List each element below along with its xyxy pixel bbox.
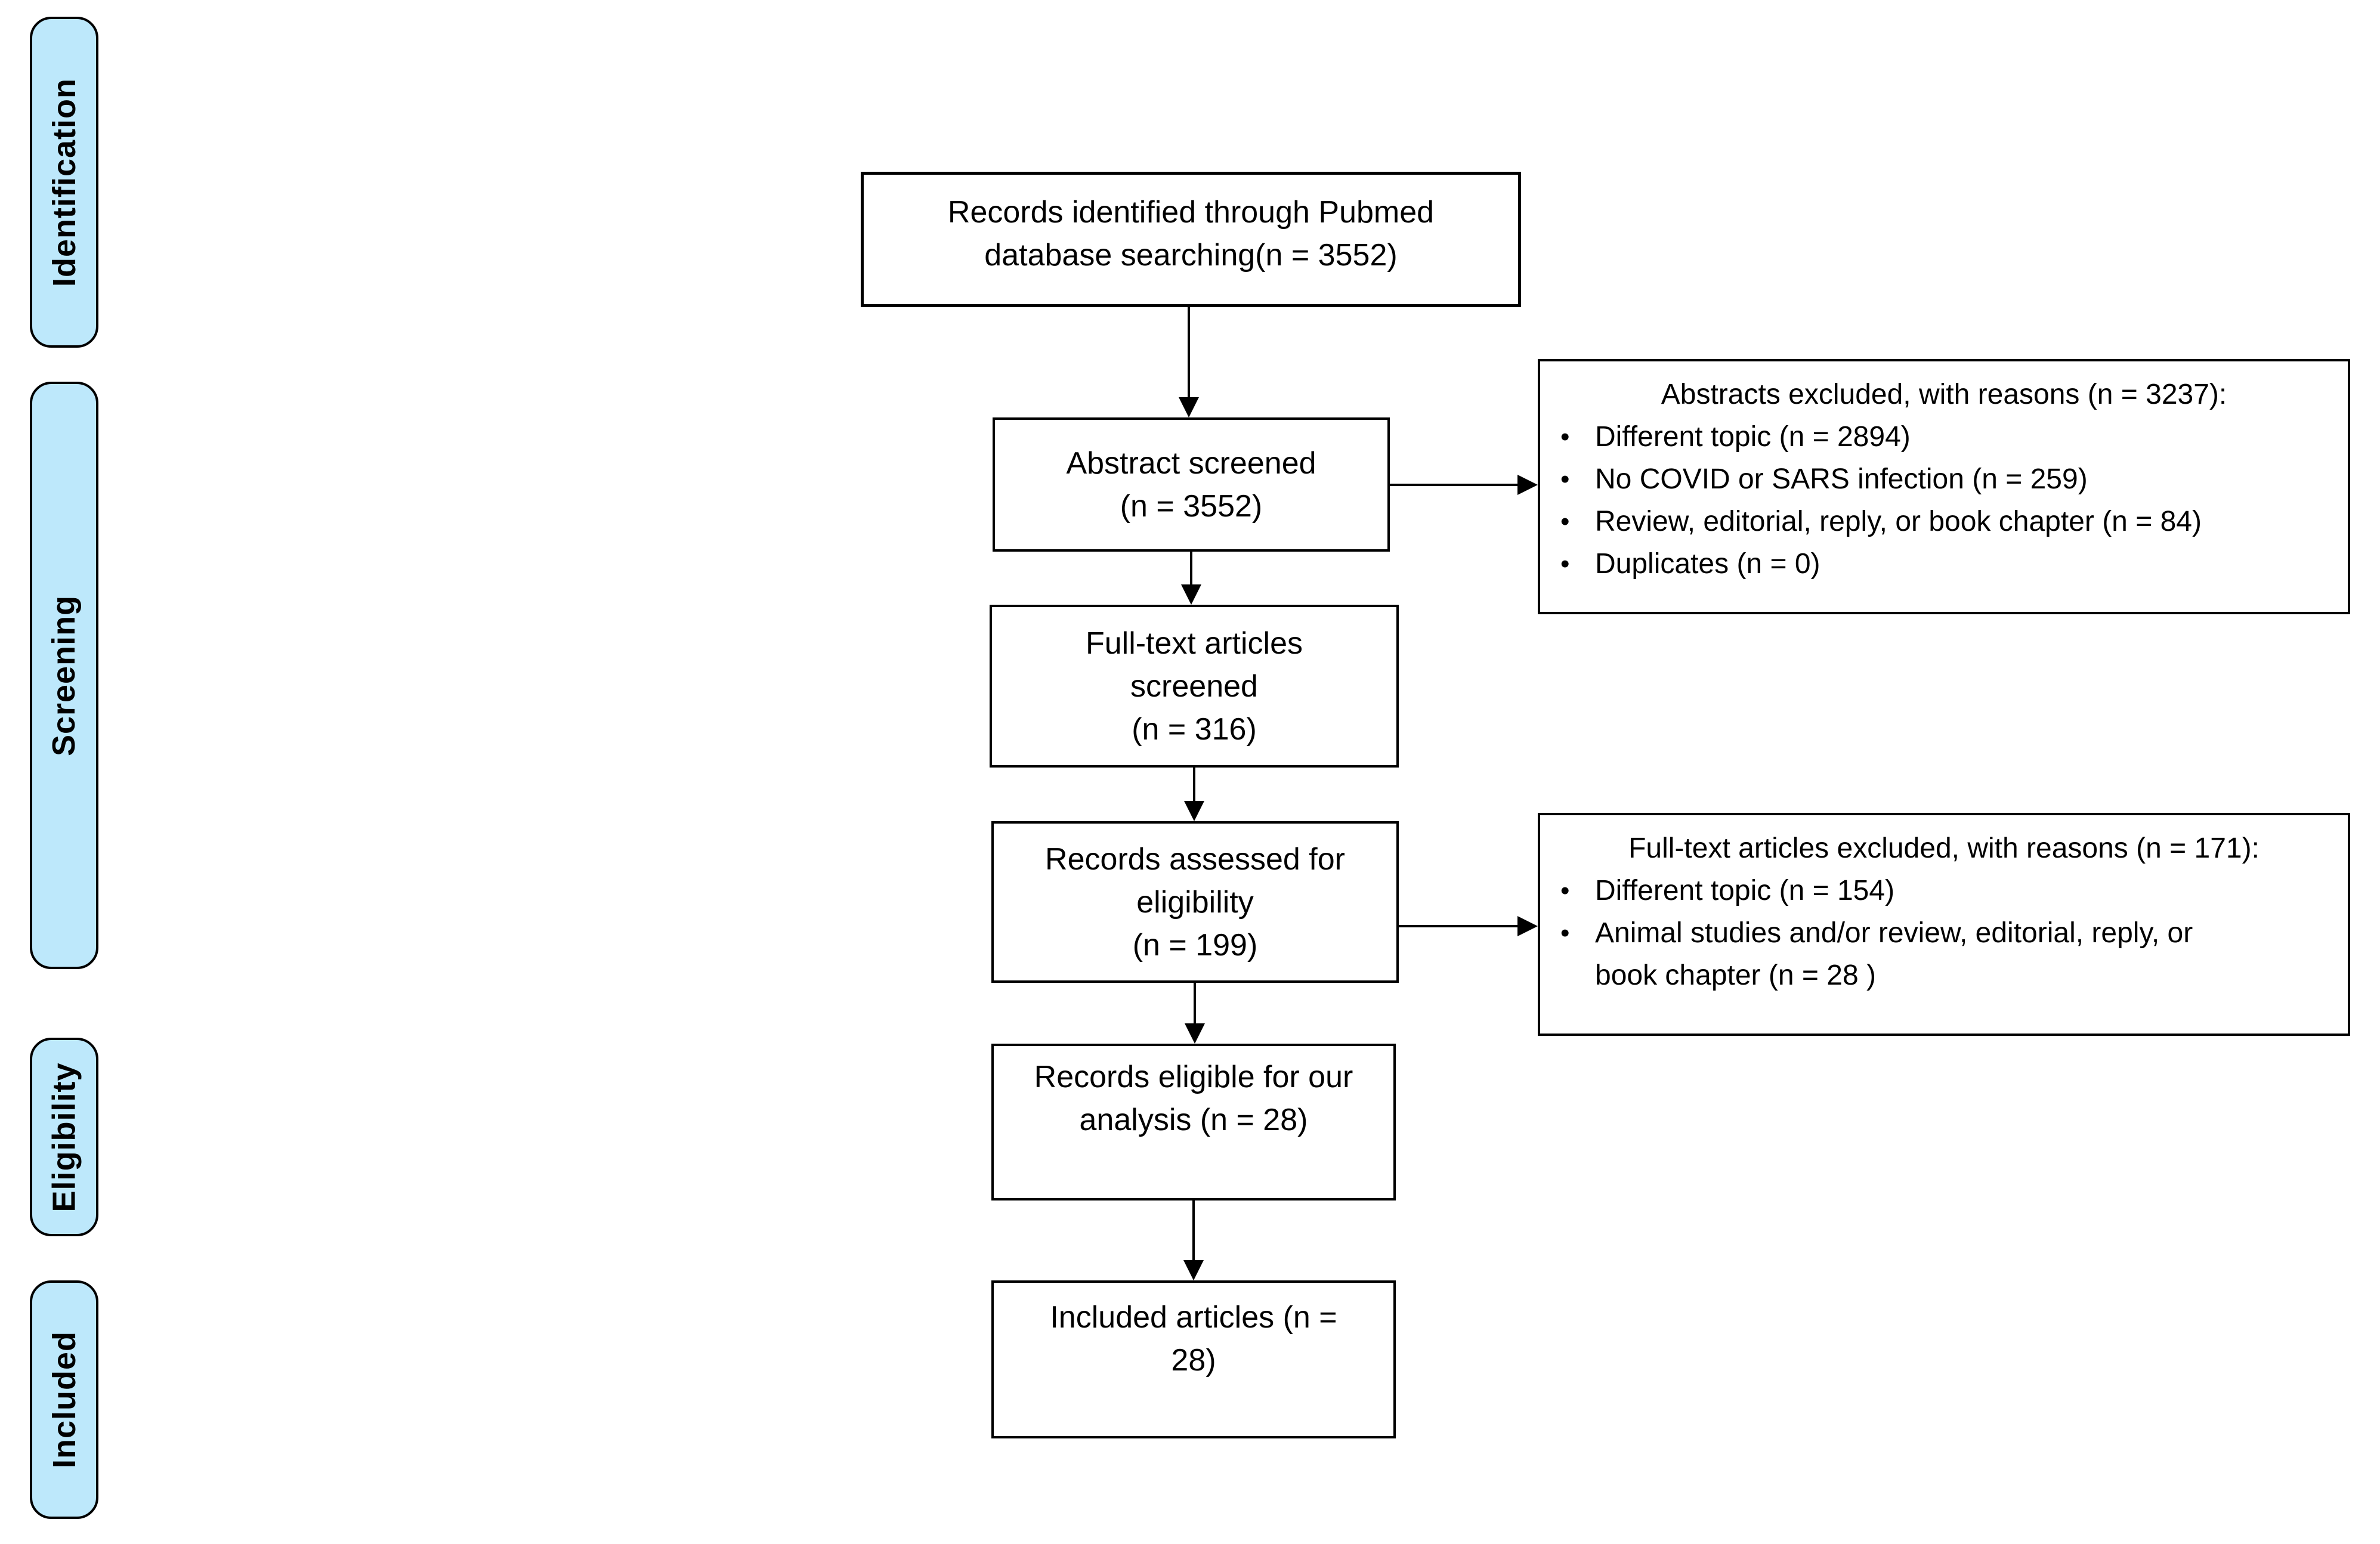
arrow-down-icon (1184, 801, 1204, 821)
excluded-fulltext-heading: Full-text articles excluded, with reason… (1628, 833, 2260, 864)
stage-label-included: Included (30, 1280, 98, 1519)
arrow-line-identified-to-screened (1188, 307, 1190, 398)
excluded-abstracts-item-3: Review, editorial, reply, or book chapte… (1595, 506, 2202, 537)
bullet-icon: • (1560, 507, 1570, 536)
stage-label-eligibility: Eligibility (30, 1038, 98, 1236)
bullet-icon: • (1560, 465, 1570, 494)
stage-label-screening-text: Screening (46, 595, 82, 756)
stage-label-identification: Identification (30, 17, 98, 348)
excluded-abstracts-item-2: No COVID or SARS infection (n = 259) (1595, 463, 2088, 495)
stage-label-screening: Screening (30, 382, 98, 969)
list-item: • Different topic (n = 2894) (1554, 416, 2333, 458)
arrow-down-icon (1179, 397, 1199, 417)
arrow-line-screened-to-excluded-abstracts (1390, 484, 1519, 486)
arrow-line-assessed-to-excluded-fulltext (1399, 925, 1519, 927)
excluded-fulltext-item-1: Different topic (n = 154) (1595, 875, 1895, 906)
list-item: • No COVID or SARS infection (n = 259) (1554, 458, 2333, 500)
arrow-line-eligible-to-included (1192, 1200, 1195, 1261)
flow-box-records-assessed: Records assessed for eligibility (n = 19… (991, 821, 1399, 983)
excluded-abstracts-item-1: Different topic (n = 2894) (1595, 421, 1911, 453)
excluded-fulltext-item-2: Animal studies and/or review, editorial,… (1595, 917, 2193, 991)
flow-box-abstract-screened: Abstract screened (n = 3552) (993, 417, 1390, 552)
list-item: • Different topic (n = 154) (1554, 870, 2333, 912)
arrow-line-screened-to-fulltext (1190, 552, 1192, 586)
list-item: • Duplicates (n = 0) (1554, 543, 2333, 585)
arrow-down-icon (1183, 1260, 1204, 1280)
arrow-right-icon (1517, 916, 1538, 936)
bullet-icon: • (1560, 876, 1570, 905)
excluded-box-abstracts: Abstracts excluded, with reasons (n = 32… (1538, 359, 2350, 614)
flow-box-fulltext-screened: Full-text articles screened (n = 316) (990, 605, 1399, 768)
bullet-icon: • (1560, 918, 1570, 948)
arrow-down-icon (1181, 584, 1201, 605)
excluded-abstracts-item-4: Duplicates (n = 0) (1595, 548, 1820, 580)
arrow-down-icon (1185, 1023, 1205, 1044)
excluded-box-fulltext: Full-text articles excluded, with reason… (1538, 813, 2350, 1036)
stage-label-identification-text: Identification (46, 78, 82, 287)
list-item: • Review, editorial, reply, or book chap… (1554, 500, 2333, 543)
flow-box-included-articles: Included articles (n = 28) (991, 1280, 1396, 1438)
arrow-line-fulltext-to-assessed (1193, 768, 1195, 802)
list-item: • Animal studies and/or review, editoria… (1554, 912, 2333, 997)
excluded-fulltext-list: • Different topic (n = 154) • Animal stu… (1554, 870, 2333, 997)
flow-box-records-eligible: Records eligible for our analysis (n = 2… (991, 1044, 1396, 1200)
bullet-icon: • (1560, 549, 1570, 578)
excluded-abstracts-heading: Abstracts excluded, with reasons (n = 32… (1661, 379, 2227, 410)
arrow-line-assessed-to-eligible (1194, 983, 1196, 1025)
stage-label-eligibility-text: Eligibility (46, 1062, 82, 1212)
excluded-abstracts-list: • Different topic (n = 2894) • No COVID … (1554, 416, 2333, 585)
stage-label-included-text: Included (46, 1330, 82, 1469)
flow-box-records-identified: Records identified through Pubmed databa… (861, 172, 1521, 307)
bullet-icon: • (1560, 422, 1570, 451)
arrow-right-icon (1517, 475, 1538, 495)
